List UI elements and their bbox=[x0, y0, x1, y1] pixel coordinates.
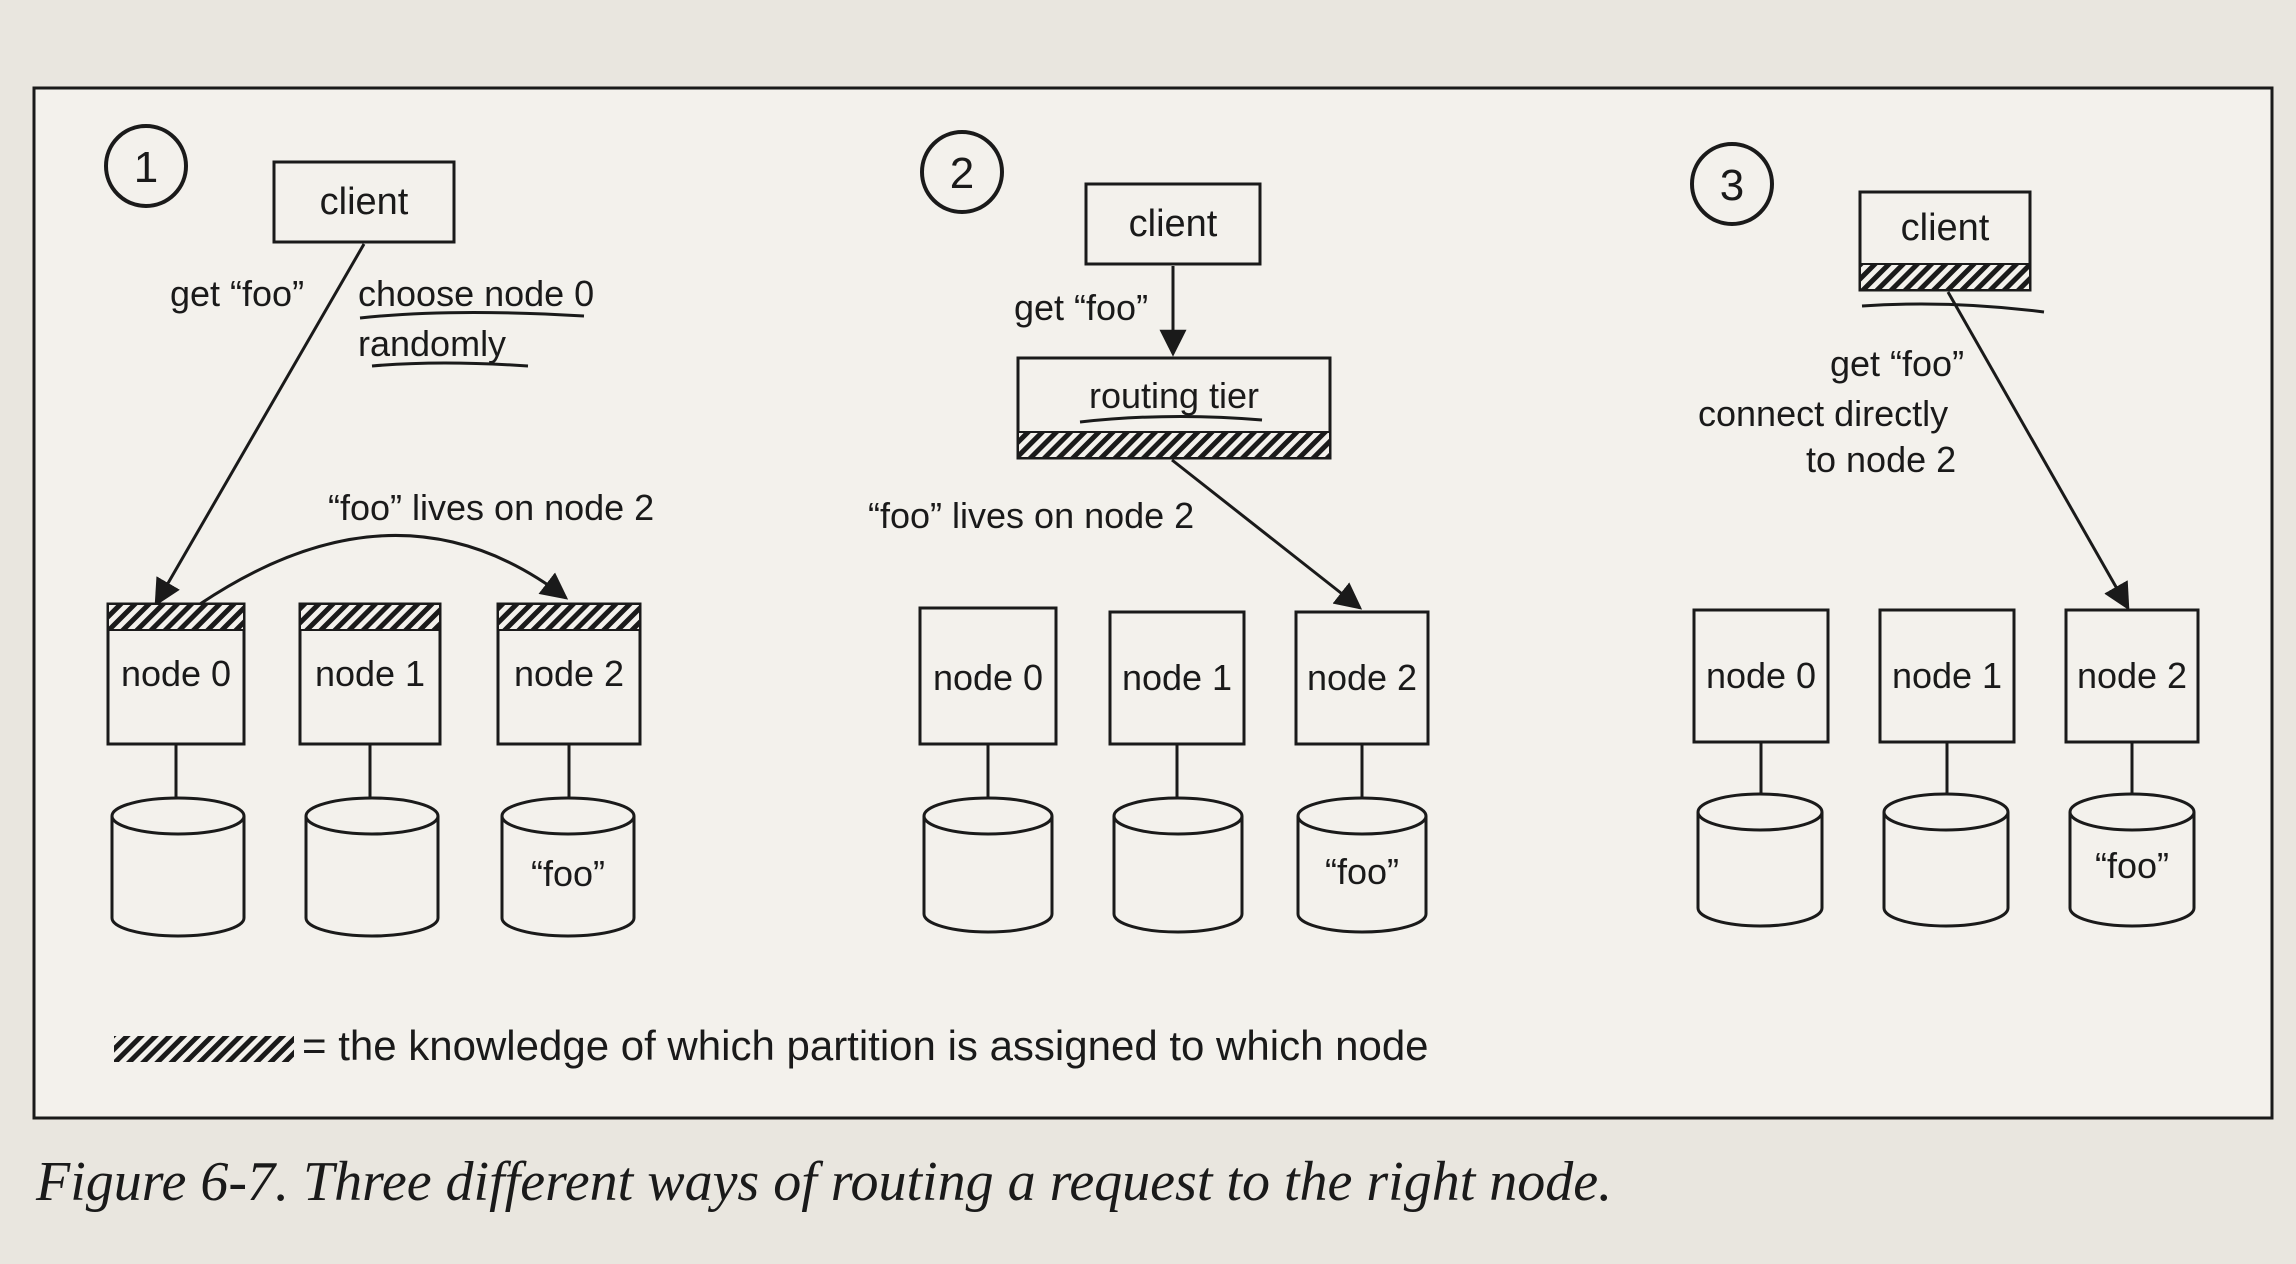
step-1-node-1-label: node 1 bbox=[315, 653, 425, 694]
step-2-storage-1 bbox=[1112, 796, 1244, 934]
step-2-forward-arrow bbox=[1171, 458, 1363, 610]
step-1-storage-2 bbox=[500, 796, 636, 938]
step-3-node-0-box bbox=[1692, 608, 1830, 744]
step-1-underline bbox=[359, 310, 585, 320]
step-1-storage-2-label: “foo” bbox=[531, 853, 605, 894]
step-2-node-1-label: node 1 bbox=[1122, 657, 1232, 698]
step-3-node-1-box bbox=[1878, 608, 2016, 744]
step-3-request-label: get “foo” bbox=[1830, 343, 1964, 384]
step-3-storage-2-label: “foo” bbox=[2095, 845, 2169, 886]
step-1-node-1-hatch bbox=[299, 603, 441, 631]
step-3-marker bbox=[1690, 142, 1774, 226]
step-3-group: 3 client get “foo” connect directly to n… bbox=[1690, 142, 2200, 928]
step-3-request-arrow bbox=[1946, 291, 2130, 611]
step-1-forward-arrow bbox=[199, 534, 569, 606]
step-3-storage-0 bbox=[1696, 792, 1824, 928]
step-3-node-0-label: node 0 bbox=[1706, 655, 1816, 696]
step-1-request-arrow bbox=[154, 243, 366, 607]
step-3-note-line2: to node 2 bbox=[1806, 439, 1956, 480]
legend-hatch-swatch bbox=[114, 1036, 294, 1062]
step-1-forward-note: “foo” lives on node 2 bbox=[328, 487, 654, 528]
step-2-request-label: get “foo” bbox=[1014, 287, 1148, 328]
step-1-note-line2: randomly bbox=[358, 323, 506, 364]
step-1-node-0-label: node 0 bbox=[121, 653, 231, 694]
step-2-node-2-label: node 2 bbox=[1307, 657, 1417, 698]
step-1-number: 1 bbox=[134, 143, 158, 192]
step-1-client-box bbox=[272, 160, 456, 244]
step-2-storage-2 bbox=[1296, 796, 1428, 934]
step-3-client-underline bbox=[1861, 302, 2045, 314]
step-3-note-line1: connect directly bbox=[1698, 393, 1948, 434]
figure-caption: Figure 6-7. Three different ways of rout… bbox=[35, 1151, 1612, 1213]
step-3-node-1-label: node 1 bbox=[1892, 655, 2002, 696]
step-3-storage-1 bbox=[1882, 792, 2010, 928]
step-1-group: 1 client get “foo” choose node 0 randoml… bbox=[104, 124, 654, 938]
step-1-node-2-hatch bbox=[497, 603, 641, 631]
step-2-routing-hatch bbox=[1017, 431, 1331, 459]
step-3-client-hatch bbox=[1859, 263, 2031, 291]
step-1-storage-0 bbox=[110, 796, 246, 938]
legend-text: = the knowledge of which partition is as… bbox=[302, 1022, 1429, 1069]
step-2-number: 2 bbox=[950, 149, 974, 198]
step-1-underline-2 bbox=[371, 361, 529, 368]
step-2-marker bbox=[920, 130, 1004, 214]
step-1-client-label: client bbox=[320, 181, 409, 223]
step-1-storage-1 bbox=[304, 796, 440, 938]
step-2-node-0-box bbox=[918, 606, 1058, 746]
step-2-storage-2-label: “foo” bbox=[1325, 851, 1399, 892]
step-2-client-box bbox=[1084, 182, 1262, 266]
step-3-storage-2 bbox=[2068, 792, 2196, 928]
step-2-client-label: client bbox=[1129, 203, 1218, 245]
step-2-storage-0 bbox=[922, 796, 1054, 934]
step-3-client-label: client bbox=[1901, 207, 1990, 249]
step-3-number: 3 bbox=[1720, 161, 1744, 210]
step-2-group: 2 client get “foo” routing tier “foo” li… bbox=[868, 130, 1430, 934]
step-2-node-2-box bbox=[1294, 610, 1430, 746]
step-1-marker bbox=[104, 124, 188, 208]
step-1-node-0-hatch bbox=[107, 603, 245, 631]
step-1-node-2-label: node 2 bbox=[514, 653, 624, 694]
step-2-node-0-label: node 0 bbox=[933, 657, 1043, 698]
step-2-forward-note: “foo” lives on node 2 bbox=[868, 495, 1194, 536]
step-1-note-line1: choose node 0 bbox=[358, 273, 594, 314]
step-2-routing-underline bbox=[1079, 414, 1263, 424]
step-3-node-2-label: node 2 bbox=[2077, 655, 2187, 696]
step-2-routing-label: routing tier bbox=[1089, 375, 1259, 416]
step-1-request-label: get “foo” bbox=[170, 273, 304, 314]
